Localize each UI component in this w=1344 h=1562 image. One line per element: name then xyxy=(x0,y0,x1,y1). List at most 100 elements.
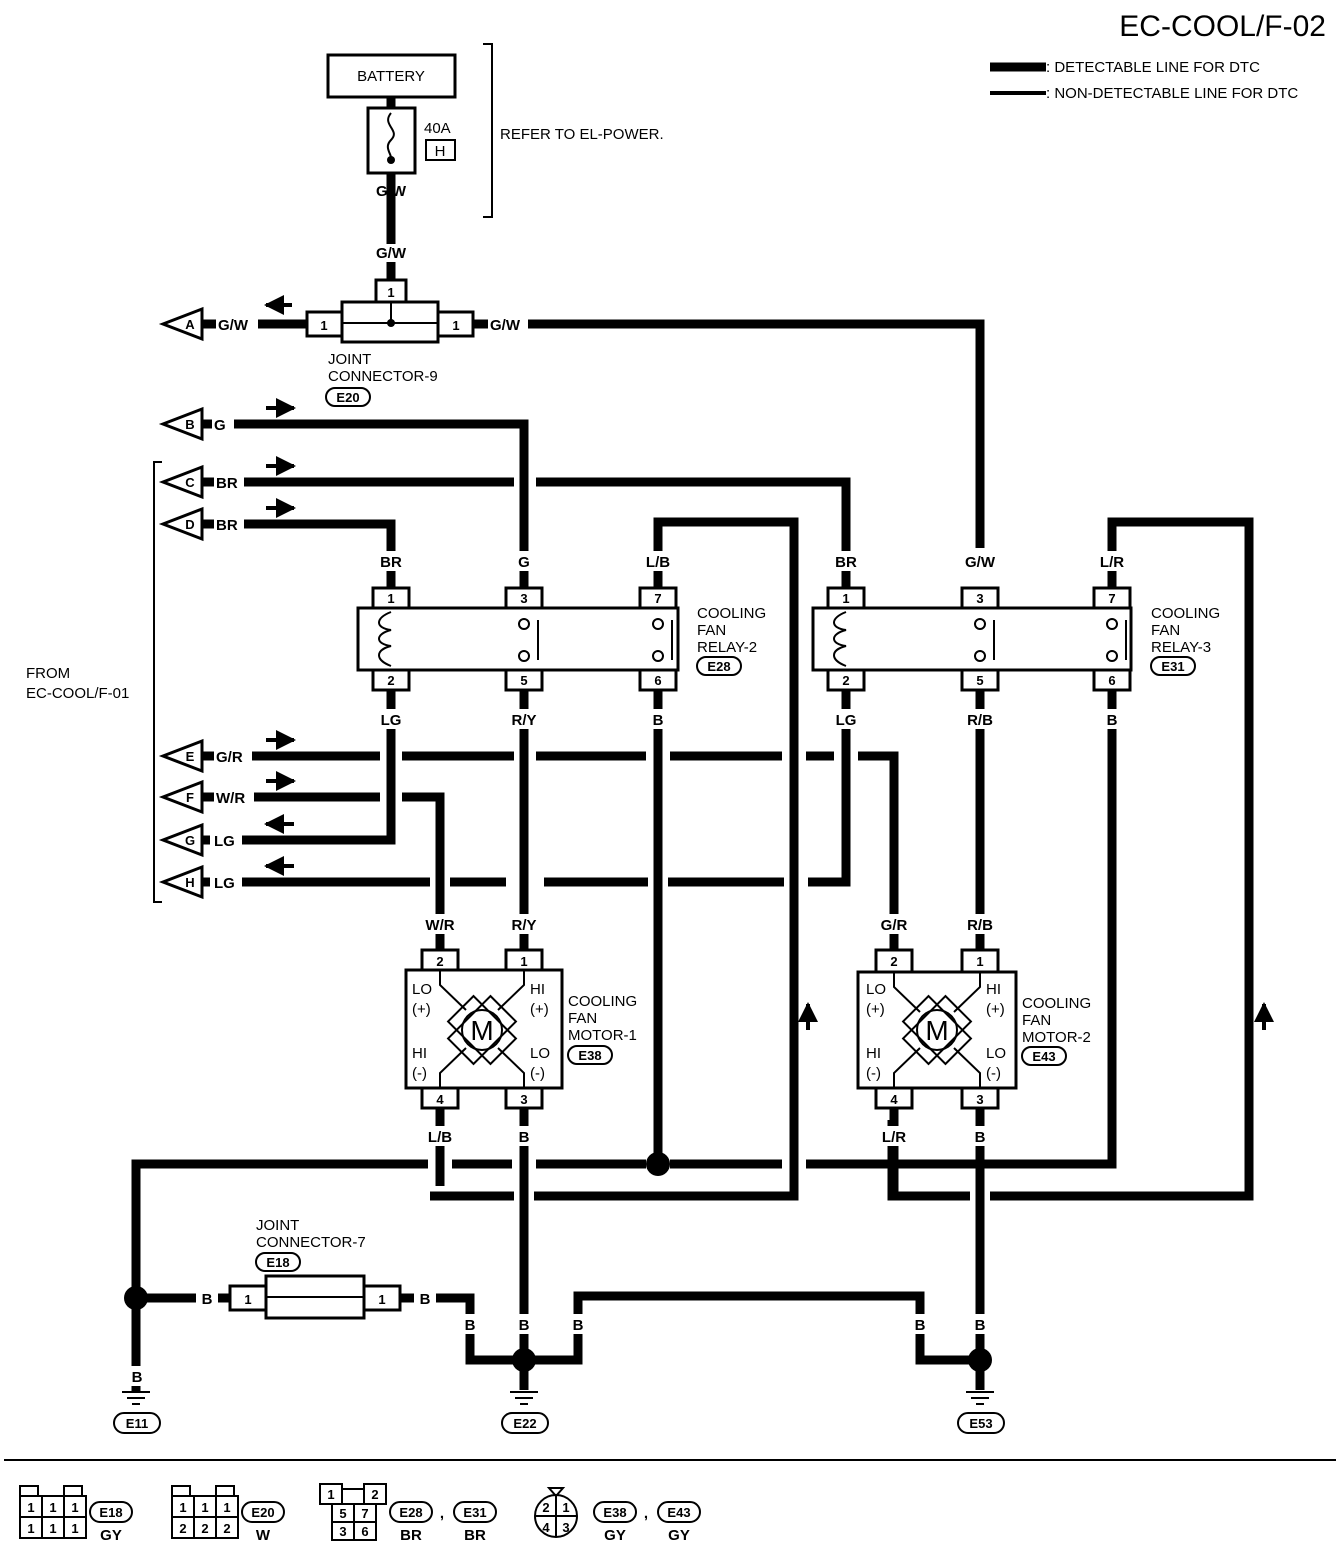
svg-text:BR: BR xyxy=(400,1527,422,1544)
svg-text:2: 2 xyxy=(223,1521,230,1536)
svg-text:E28: E28 xyxy=(399,1505,422,1520)
wire-label-h-lg: LG xyxy=(214,875,235,892)
svg-text:(+): (+) xyxy=(530,1001,549,1018)
motor2-wire-top-1: R/B xyxy=(967,917,993,934)
motor1-code: E38 xyxy=(578,1048,601,1063)
svg-text:(+): (+) xyxy=(412,1001,431,1018)
motor2-name-1: COOLING xyxy=(1022,995,1091,1012)
joint9-name-1: JOINT xyxy=(328,351,371,368)
relay3-wire-bottom-2: LG xyxy=(836,712,857,729)
page-title: EC-COOL/F-02 xyxy=(1119,10,1326,43)
terminal-a: A xyxy=(158,306,204,342)
svg-text:5: 5 xyxy=(339,1506,346,1521)
terminal-g: G xyxy=(158,822,204,858)
terminal-h: H xyxy=(158,864,204,900)
svg-text:HI: HI xyxy=(866,1045,881,1062)
ground-e53 xyxy=(957,1412,1005,1434)
relay2-wire-top-3: G xyxy=(518,554,530,571)
svg-text:1: 1 xyxy=(179,1500,186,1515)
cooling-fan-relay-2: 1 3 7 2 5 6 COOLING FAN RELAY-2 E28 xyxy=(356,586,766,692)
fuse-40a: 40A H xyxy=(366,106,456,175)
svg-text:W: W xyxy=(256,1527,271,1544)
from-label-1: FROM xyxy=(26,665,70,682)
svg-text:1: 1 xyxy=(327,1487,334,1502)
ground-e11-wire: B xyxy=(132,1369,143,1386)
svg-text:7: 7 xyxy=(1108,591,1115,606)
ground-e53-code: E53 xyxy=(969,1416,992,1431)
terminal-e: E xyxy=(158,738,204,774)
motor1-m: M xyxy=(470,1015,493,1046)
joint7-wire-right: B xyxy=(420,1291,431,1308)
svg-text:(+): (+) xyxy=(866,1001,885,1018)
svg-text:2: 2 xyxy=(842,673,849,688)
ground-icon-e53 xyxy=(966,1391,994,1405)
svg-text:2: 2 xyxy=(371,1487,378,1502)
joint7-wire-left: B xyxy=(202,1291,213,1308)
svg-text:1: 1 xyxy=(223,1500,230,1515)
svg-text:LO: LO xyxy=(412,981,432,998)
joint7-name-2: CONNECTOR-7 xyxy=(256,1234,366,1251)
refer-el-power: REFER TO EL-POWER. xyxy=(500,126,664,143)
svg-text:6: 6 xyxy=(654,673,661,688)
motor1-wire-top-1: R/Y xyxy=(511,917,536,934)
motor1-name-2: FAN xyxy=(568,1010,597,1027)
svg-text:GY: GY xyxy=(604,1527,626,1544)
legend-detectable-text: : DETECTABLE LINE FOR DTC xyxy=(1046,59,1260,76)
svg-text:E: E xyxy=(186,749,195,764)
svg-text:3: 3 xyxy=(520,591,527,606)
svg-text:5: 5 xyxy=(976,673,983,688)
joint7-name-1: JOINT xyxy=(256,1217,299,1234)
svg-text:1: 1 xyxy=(49,1521,56,1536)
svg-text:1: 1 xyxy=(976,954,983,969)
svg-text:3: 3 xyxy=(339,1524,346,1539)
motor1-wire-bottom-4: L/B xyxy=(428,1129,452,1146)
joint-connector-7: 1 1 JOINT CONNECTOR-7 E18 xyxy=(228,1217,402,1320)
svg-text:3: 3 xyxy=(520,1092,527,1107)
svg-text:LO: LO xyxy=(866,981,886,998)
svg-text:E43: E43 xyxy=(667,1505,690,1520)
ground-e22-wire-mid: B xyxy=(519,1317,530,1334)
svg-text:4: 4 xyxy=(890,1092,898,1107)
svg-text:1: 1 xyxy=(49,1500,56,1515)
joint9-pin-right: 1 xyxy=(452,318,459,333)
splice-b-bus xyxy=(646,1152,670,1176)
svg-text:2: 2 xyxy=(890,954,897,969)
svg-text:2: 2 xyxy=(179,1521,186,1536)
joint9-pin-top: 1 xyxy=(387,285,394,300)
relay3-name-3: RELAY-3 xyxy=(1151,639,1211,656)
ground-e11 xyxy=(113,1412,161,1434)
wire-label-f-wr: W/R xyxy=(216,790,245,807)
relay2-wire-top-7: L/B xyxy=(646,554,670,571)
svg-text:E38: E38 xyxy=(603,1505,626,1520)
joint9-name-2: CONNECTOR-9 xyxy=(328,368,438,385)
svg-text:1: 1 xyxy=(562,1500,569,1515)
ground-e11-code: E11 xyxy=(126,1416,148,1431)
relay3-name-1: COOLING xyxy=(1151,605,1220,622)
terminal-f: F xyxy=(158,779,204,815)
motor2-wire-bottom-3: B xyxy=(975,1129,986,1146)
svg-text:5: 5 xyxy=(520,673,527,688)
cooling-fan-relay-3: 1 3 7 2 5 6 COOLING FAN RELAY-3 E31 xyxy=(811,586,1220,692)
cooling-fan-motor-1: 2 1 4 3 M LO (+) HI (+) HI (-) LO (-) CO… xyxy=(404,948,637,1110)
svg-text:HI: HI xyxy=(986,981,1001,998)
svg-text:H: H xyxy=(185,875,194,890)
svg-text:GY: GY xyxy=(100,1527,122,1544)
joint9-code: E20 xyxy=(336,390,359,405)
svg-text:E31: E31 xyxy=(463,1505,486,1520)
svg-text:(-): (-) xyxy=(412,1065,427,1082)
svg-text:A: A xyxy=(185,317,195,332)
relay3-wire-bottom-6: B xyxy=(1107,712,1118,729)
connector-face-e28-e31: 1 2 5 7 3 6 E28 BR , E31 BR xyxy=(319,1483,497,1544)
svg-text:1: 1 xyxy=(387,591,394,606)
motor2-wire-top-2: G/R xyxy=(881,917,908,934)
cooling-fan-motor-2: 2 1 4 3 M LO (+) HI (+) HI (-) LO (-) CO… xyxy=(856,948,1091,1110)
svg-text:F: F xyxy=(186,790,194,805)
relay2-name-2: FAN xyxy=(697,622,726,639)
relay3-name-2: FAN xyxy=(1151,622,1180,639)
svg-text:1: 1 xyxy=(71,1500,78,1515)
wire-label-b-g: G xyxy=(214,417,226,434)
wire-label-c-br: BR xyxy=(216,475,238,492)
svg-text:6: 6 xyxy=(1108,673,1115,688)
wire-label-g-lg: LG xyxy=(214,833,235,850)
